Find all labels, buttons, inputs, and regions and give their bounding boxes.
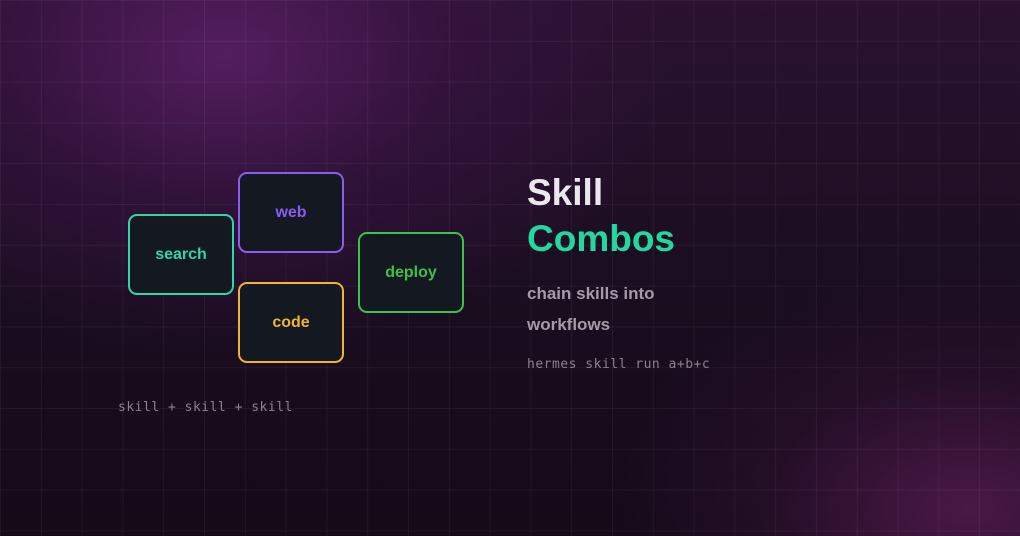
skill-block-deploy: deploy (358, 232, 464, 313)
skill-block-label: deploy (385, 263, 437, 281)
title-line-1: Skill (527, 172, 604, 213)
skill-block-label: code (272, 313, 310, 331)
title-line-2: Combos (527, 218, 675, 259)
skill-block-code: code (238, 282, 344, 363)
skill-block-label: web (275, 203, 307, 221)
skill-block-search: search (128, 214, 234, 295)
skill-formula: skill + skill + skill (118, 400, 293, 415)
command-example: hermes skill run a+b+c (527, 357, 711, 372)
page-title: Skill Combos (527, 170, 675, 262)
skill-block-label: search (155, 245, 207, 263)
skill-block-web: web (238, 172, 344, 253)
subtitle: chain skills into workflows (527, 284, 655, 334)
